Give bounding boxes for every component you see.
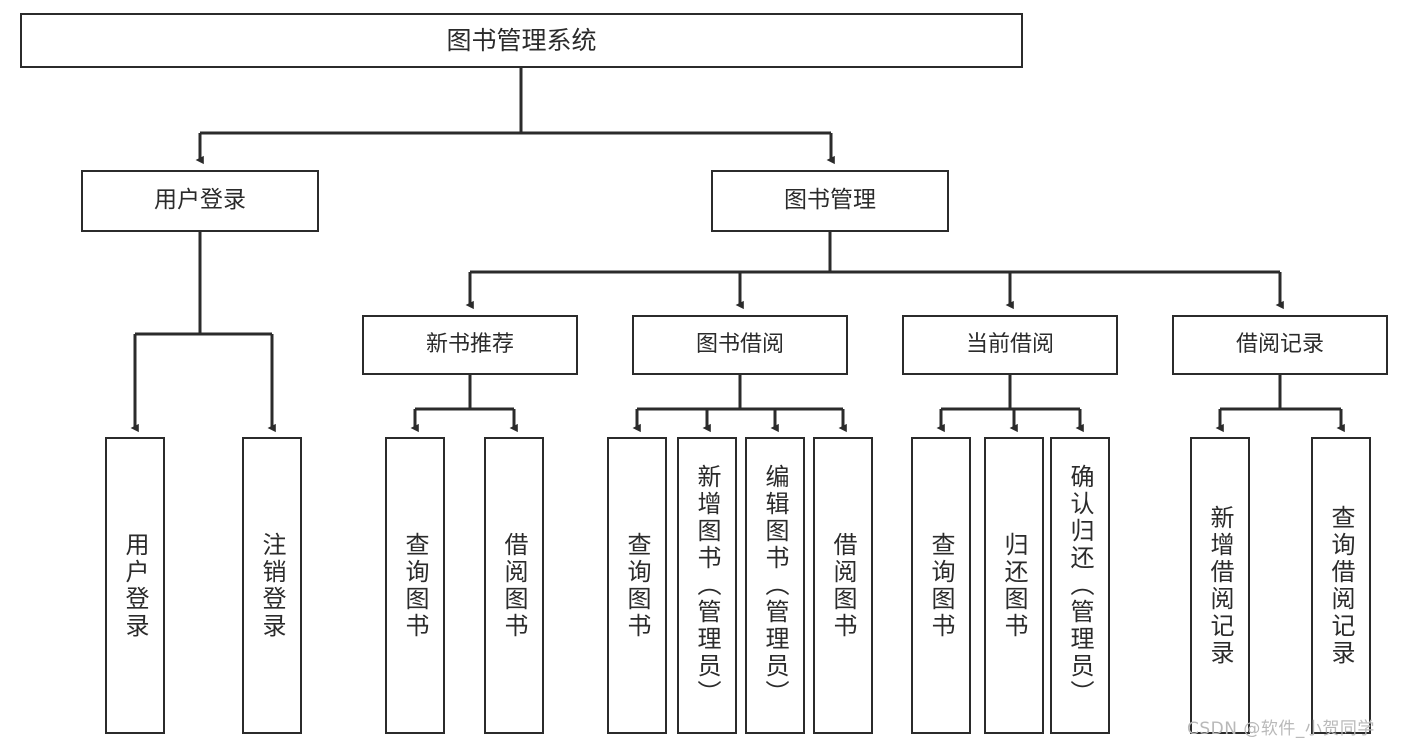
node-borrow-record[interactable]: 借阅记录 (1172, 315, 1388, 375)
leaf-user-login-label: 用户登录 (121, 531, 149, 640)
leaf-user-login[interactable]: 用户登录 (105, 437, 165, 734)
leaf-borrow-book-label: 借阅图书 (829, 531, 857, 640)
csdn-watermark: CSDN @软件_小贺同学 (1187, 719, 1375, 739)
leaf-add-borrow-record[interactable]: 新增借阅记录 (1190, 437, 1250, 734)
leaf-confirm-return-admin[interactable]: 确认归还（管理员） (1050, 437, 1110, 734)
node-new-book-recommend-label: 新书推荐 (425, 332, 514, 358)
node-root[interactable]: 图书管理系统 (20, 13, 1023, 68)
leaf-query-book-current[interactable]: 查询图书 (911, 437, 971, 734)
node-current-borrow-label: 当前借阅 (965, 332, 1054, 358)
node-borrow-record-label: 借阅记录 (1235, 332, 1324, 358)
leaf-query-book-newbook[interactable]: 查询图书 (385, 437, 445, 734)
leaf-add-book-admin-label: 新增图书（管理员） (693, 464, 721, 707)
leaf-query-book-current-label: 查询图书 (927, 531, 955, 640)
node-root-label: 图书管理系统 (446, 25, 597, 55)
leaf-borrow-book[interactable]: 借阅图书 (813, 437, 873, 734)
leaf-borrow-book-newbook[interactable]: 借阅图书 (484, 437, 544, 734)
node-user-login-label: 用户登录 (154, 187, 246, 214)
leaf-query-borrow-record-label: 查询借阅记录 (1327, 504, 1355, 667)
leaf-query-borrow-record[interactable]: 查询借阅记录 (1311, 437, 1371, 734)
leaf-confirm-return-admin-label: 确认归还（管理员） (1066, 464, 1094, 707)
node-user-login[interactable]: 用户登录 (81, 170, 319, 232)
node-book-management-label: 图书管理 (784, 187, 876, 214)
node-book-borrow-label: 图书借阅 (695, 332, 784, 358)
node-book-management[interactable]: 图书管理 (711, 170, 949, 232)
leaf-edit-book-admin[interactable]: 编辑图书（管理员） (745, 437, 805, 734)
leaf-query-book-newbook-label: 查询图书 (401, 531, 429, 640)
leaf-return-book[interactable]: 归还图书 (984, 437, 1044, 734)
leaf-query-book-borrow[interactable]: 查询图书 (607, 437, 667, 734)
node-current-borrow[interactable]: 当前借阅 (902, 315, 1118, 375)
leaf-query-book-borrow-label: 查询图书 (623, 531, 651, 640)
leaf-logout-login[interactable]: 注销登录 (242, 437, 302, 734)
node-book-borrow[interactable]: 图书借阅 (632, 315, 848, 375)
node-new-book-recommend[interactable]: 新书推荐 (362, 315, 578, 375)
leaf-add-book-admin[interactable]: 新增图书（管理员） (677, 437, 737, 734)
leaf-edit-book-admin-label: 编辑图书（管理员） (761, 464, 789, 707)
leaf-add-borrow-record-label: 新增借阅记录 (1206, 504, 1234, 667)
leaf-return-book-label: 归还图书 (1000, 531, 1028, 640)
leaf-borrow-book-newbook-label: 借阅图书 (500, 531, 528, 640)
leaf-logout-login-label: 注销登录 (258, 531, 286, 640)
